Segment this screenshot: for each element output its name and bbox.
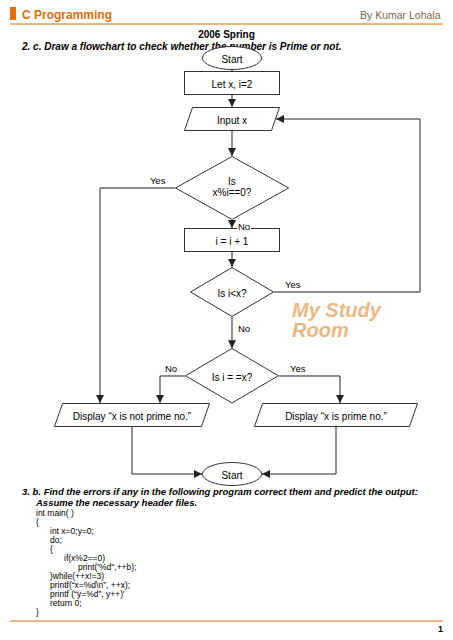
edge-label: Yes xyxy=(289,363,307,374)
flow-connector xyxy=(232,95,233,107)
node-text: Start xyxy=(221,470,242,482)
flow-connector xyxy=(231,317,232,348)
flow-connector xyxy=(279,376,340,403)
oval-outline xyxy=(203,47,262,70)
section-heading: 2006 Spring xyxy=(0,29,453,40)
input-parallelogram: Input x xyxy=(184,107,280,131)
node-text: i = i + 1 xyxy=(216,236,249,248)
flow-connector xyxy=(160,376,185,403)
flow-connector xyxy=(231,220,232,228)
diamond-outline xyxy=(186,349,279,403)
diamond-outline xyxy=(175,157,288,220)
code-line: printf (“y=%d”, y++)' xyxy=(50,590,125,599)
node-text: Is i = =x? xyxy=(212,372,253,384)
footer-rule xyxy=(10,621,443,622)
node-text: Let x, i=2 xyxy=(212,79,253,91)
code-line: do; xyxy=(50,536,62,545)
terminal-oval: Start xyxy=(202,462,262,486)
page-number: 1 xyxy=(438,624,443,634)
text-stack: Let x, i=2 xyxy=(212,74,253,92)
edge-label: No xyxy=(164,363,178,374)
node-text: Start xyxy=(221,54,242,66)
flow-connector xyxy=(232,70,233,71)
node-text: Input x xyxy=(217,115,247,127)
code-line: int main( ) xyxy=(36,509,74,518)
output-parallelogram: Display “x is prime no.” xyxy=(254,403,418,427)
header-title: C Programming xyxy=(22,8,112,22)
code-line: int x=0;y=0; xyxy=(50,527,94,536)
diamond-outline xyxy=(191,268,274,317)
text-stack: Start xyxy=(221,465,242,483)
node-text: Is x%i==0? xyxy=(209,176,255,199)
edge-label: No xyxy=(237,221,251,232)
flow-connector xyxy=(274,119,420,292)
parallelogram-outline xyxy=(55,404,210,427)
text-stack: Is x%i==0? xyxy=(209,176,255,201)
code-line: print('%d",++b); xyxy=(78,563,137,572)
text-stack: Is i = =x? xyxy=(212,367,253,385)
flow-connector xyxy=(262,427,336,474)
output-parallelogram: Display “x is not prime no.” xyxy=(54,403,210,427)
flow-connector xyxy=(231,131,232,156)
code-line: if(x%2==0) xyxy=(64,554,105,563)
flow-connector xyxy=(132,427,202,474)
code-line: printf(“x=%d\n”, ++x); xyxy=(50,581,130,590)
terminal-oval: Start xyxy=(202,46,262,70)
node-text: Display “x is not prime no.” xyxy=(73,411,191,423)
process-box: i = i + 1 xyxy=(184,228,280,252)
question-text: 3. b. Find the errors if any in the foll… xyxy=(22,487,442,508)
code-line: return 0; xyxy=(50,599,82,608)
box-outline xyxy=(185,72,280,95)
decision-diamond: Is i<x? xyxy=(190,267,274,317)
text-stack: Start xyxy=(221,49,242,67)
header-author: By Kumar Lohala xyxy=(360,9,441,21)
node-text: Display “x is prime no.” xyxy=(285,411,387,423)
edge-label: No xyxy=(237,323,251,334)
decision-diamond: Is i = =x? xyxy=(185,348,279,403)
code-line: } xyxy=(36,608,39,617)
code-line: }while(++x!=3) xyxy=(50,572,104,581)
text-stack: i = i + 1 xyxy=(216,231,249,249)
parallelogram-outline xyxy=(185,108,280,131)
code-line: { xyxy=(36,518,39,527)
decision-diamond: Is x%i==0? xyxy=(175,156,289,220)
text-stack: Is i<x? xyxy=(217,283,246,301)
edge-label: Yes xyxy=(284,279,302,290)
header-rule xyxy=(10,24,443,25)
text-stack: Display “x is prime no.” xyxy=(285,406,387,424)
text-stack: Input x xyxy=(217,110,247,128)
code-line: { xyxy=(50,545,53,554)
parallelogram-outline xyxy=(255,404,418,427)
oval-outline xyxy=(203,463,262,486)
header-mark xyxy=(10,7,16,20)
box-outline xyxy=(185,229,280,252)
node-text: Is i<x? xyxy=(217,288,246,300)
text-stack: Display “x is not prime no.” xyxy=(73,406,191,424)
flow-connector xyxy=(232,252,233,267)
process-box: Let x, i=2 xyxy=(184,71,280,95)
edge-label: Yes xyxy=(149,175,167,186)
watermark-text: My Study Room xyxy=(292,300,410,340)
